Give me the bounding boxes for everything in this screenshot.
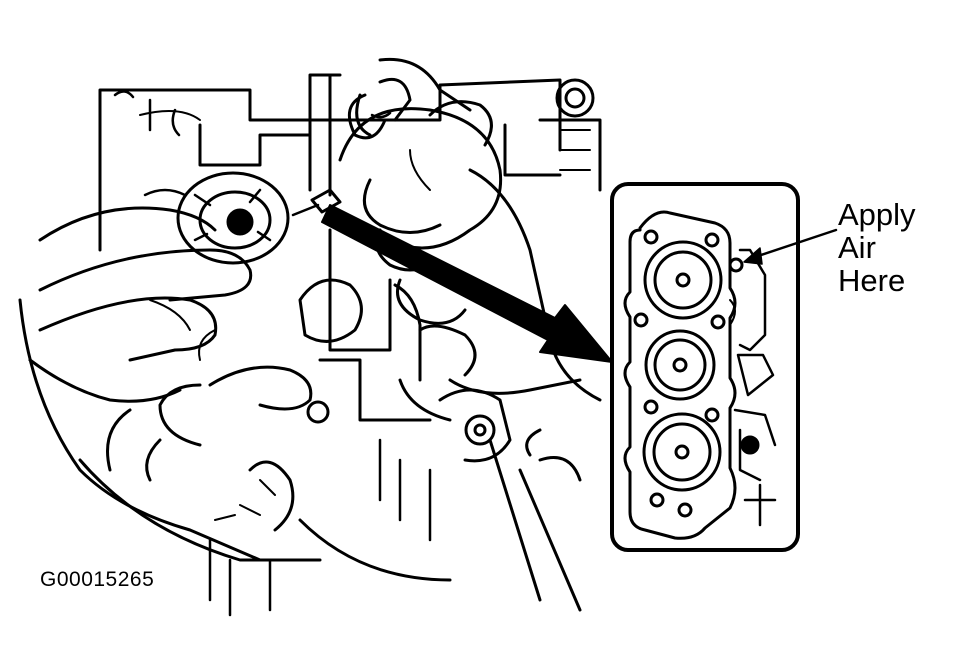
servo-piston xyxy=(143,171,290,265)
callout-line-1: Apply xyxy=(838,197,916,232)
callout-line-3: Here xyxy=(838,263,906,298)
detail-inset xyxy=(610,182,800,552)
callout-arrow xyxy=(743,228,838,265)
figure-id: G00015265 xyxy=(40,568,155,591)
right-sleeve xyxy=(488,428,582,612)
gasket-plate xyxy=(623,210,737,540)
callout-line-2: Air xyxy=(838,230,876,265)
port-upper xyxy=(643,240,723,320)
pointer-arrow xyxy=(321,204,613,363)
air-nozzle xyxy=(291,77,412,217)
callout-label: Apply Air Here xyxy=(838,198,916,297)
air-port xyxy=(728,257,744,273)
port-lower xyxy=(642,412,722,492)
left-hand xyxy=(18,206,322,562)
valve-body-housing xyxy=(98,57,602,617)
port-middle xyxy=(644,329,716,401)
